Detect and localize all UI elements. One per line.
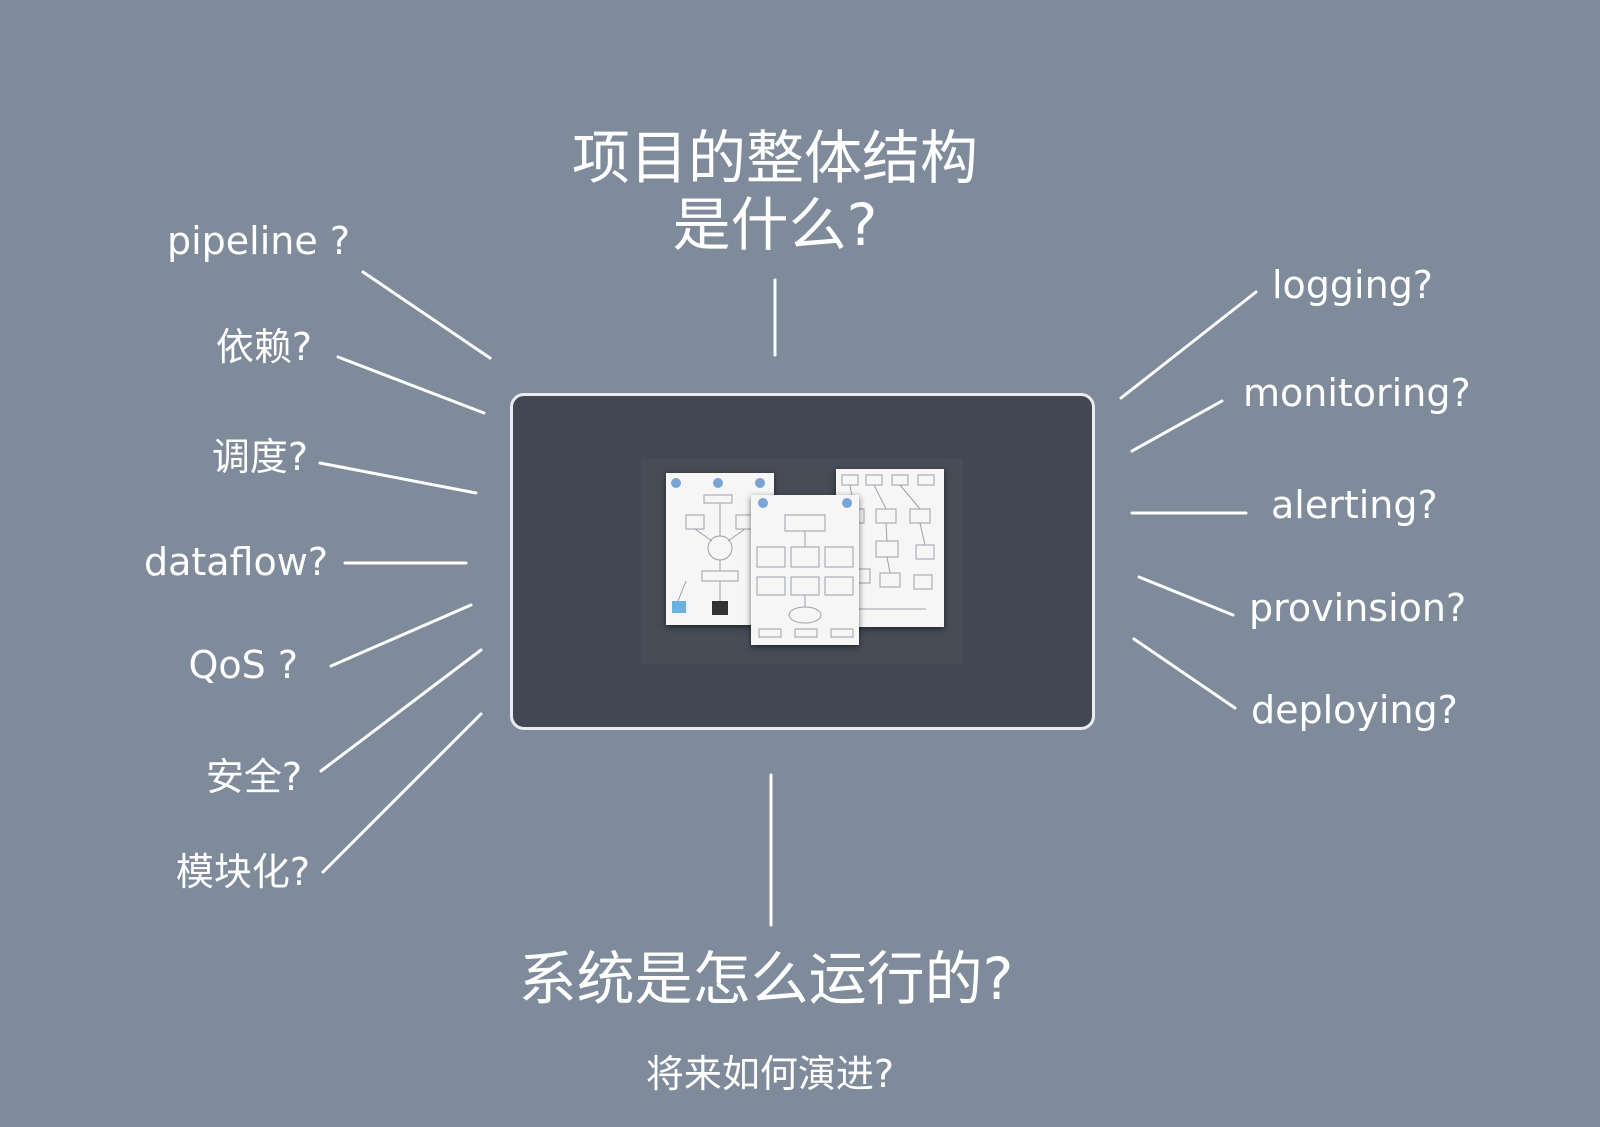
question-monitoring: monitoring?: [1243, 371, 1471, 415]
page-title: 项目的整体结构 是什么?: [555, 124, 995, 260]
diagram-sheet-left-art: [671, 478, 765, 615]
architecture-panel: [510, 393, 1095, 730]
question-dataflow: dataflow?: [143, 540, 328, 584]
line-monitoring: [1130, 399, 1224, 453]
question-scheduling: 调度?: [211, 435, 308, 479]
line-logging: [1119, 290, 1258, 400]
question-alerting: alerting?: [1271, 483, 1438, 527]
question-deploying: deploying?: [1251, 688, 1458, 732]
bottom-title: 系统是怎么运行的?: [518, 945, 1014, 1013]
line-modularity: [321, 712, 483, 874]
question-qos: QoS ?: [188, 643, 298, 687]
question-logging: logging?: [1272, 263, 1433, 307]
architecture-diagram-thumbnail: [641, 459, 963, 664]
line-security: [319, 648, 483, 773]
line-provision: [1137, 575, 1235, 617]
question-pipeline: pipeline ?: [166, 219, 350, 263]
line-pipeline: [361, 270, 492, 360]
line-qos: [329, 603, 473, 668]
line-scheduling: [318, 461, 478, 495]
title-line-2: 是什么?: [672, 191, 878, 260]
bottom-subtitle: 将来如何演进?: [645, 1052, 895, 1096]
title-line-1: 项目的整体结构: [571, 124, 978, 192]
question-dependency: 依赖?: [215, 325, 312, 369]
question-modularity: 模块化?: [175, 850, 310, 894]
question-provision: provinsion?: [1249, 586, 1467, 630]
question-security: 安全?: [205, 755, 302, 799]
diagram-sheet-center-art: [756, 498, 854, 638]
line-deploying: [1132, 637, 1237, 710]
line-dependency: [336, 355, 486, 415]
diagram-sheet-center: [751, 495, 859, 645]
